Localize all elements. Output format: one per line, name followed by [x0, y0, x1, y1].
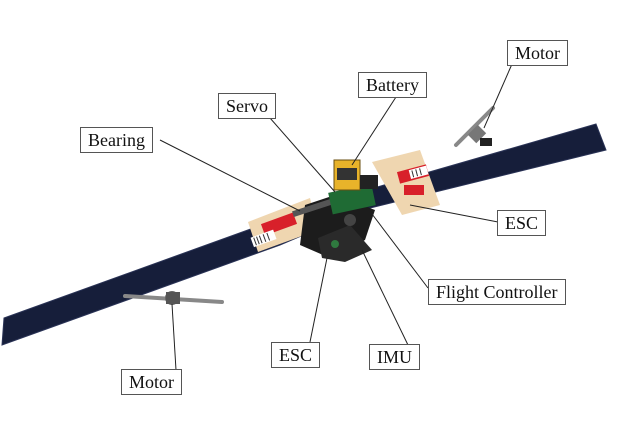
bearing-shaft — [292, 198, 332, 218]
label-servo: Servo — [218, 93, 276, 119]
lower-bracket — [318, 225, 372, 262]
leader-motor-top — [483, 63, 513, 129]
propeller-top — [454, 106, 495, 147]
barcode-left — [250, 229, 277, 248]
motor-body-bottom — [166, 292, 180, 304]
motor-base-top — [480, 138, 492, 146]
leader-servo — [269, 117, 336, 193]
leader-bearing — [159, 139, 301, 212]
label-imu: IMU — [369, 344, 420, 370]
center-assembly — [292, 159, 378, 262]
label-motor-bottom: Motor — [121, 369, 182, 395]
motor-body-top — [467, 124, 487, 144]
red-tape-right-2 — [404, 185, 424, 195]
label-flight-controller: Flight Controller — [428, 279, 566, 305]
circuit-board — [328, 183, 376, 215]
wheel — [344, 214, 356, 226]
leader-esc-right — [409, 204, 499, 223]
motor-top — [454, 106, 495, 147]
leader-lines — [159, 63, 513, 371]
servo-body — [360, 175, 378, 189]
red-tape-left — [260, 212, 298, 236]
imu-chip — [331, 240, 339, 248]
label-esc-bottom: ESC — [271, 342, 321, 368]
label-bearing: Bearing — [80, 127, 153, 153]
battery-label — [337, 168, 357, 180]
leader-flight-controller — [371, 213, 429, 289]
leader-battery — [351, 96, 397, 166]
motor-bottom — [123, 291, 224, 305]
leader-esc-bottom — [309, 257, 328, 343]
label-esc-right: ESC — [497, 210, 547, 236]
leader-motor-bottom — [171, 303, 177, 371]
leader-imu — [361, 249, 409, 346]
label-motor-top: Motor — [507, 40, 568, 66]
barcode-right — [408, 165, 429, 179]
label-battery: Battery — [358, 72, 427, 98]
